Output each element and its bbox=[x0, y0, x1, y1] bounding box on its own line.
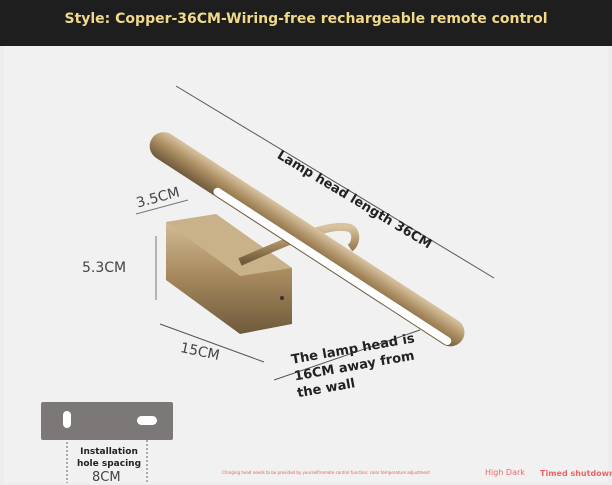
led-strip bbox=[213, 187, 452, 345]
mounting-slot bbox=[137, 416, 157, 425]
footer-note: Charging head needs to be provided by yo… bbox=[222, 470, 430, 475]
diameter-dimension-line bbox=[135, 199, 189, 215]
timed-shutdown-label: Timed shutdown bbox=[540, 469, 612, 478]
width-dimension-line bbox=[159, 323, 265, 363]
style-banner: Style: Copper-36CM-Wiring-free rechargea… bbox=[0, 0, 612, 46]
length-dimension-line bbox=[175, 85, 495, 279]
lamp-head bbox=[149, 132, 465, 347]
lamp-arm bbox=[238, 222, 360, 266]
high-dark-label: High Dark bbox=[485, 468, 525, 477]
distance-dimension-line bbox=[273, 329, 421, 381]
mounting-plate bbox=[41, 402, 173, 440]
hole-spacing-value: 8CM bbox=[92, 470, 121, 485]
style-title: Style: Copper-36CM-Wiring-free rechargea… bbox=[64, 11, 548, 27]
mounting-hole bbox=[63, 411, 71, 428]
installation-label: Installation hole spacing bbox=[76, 447, 142, 469]
base-height-label: 5.3CM bbox=[82, 260, 127, 276]
